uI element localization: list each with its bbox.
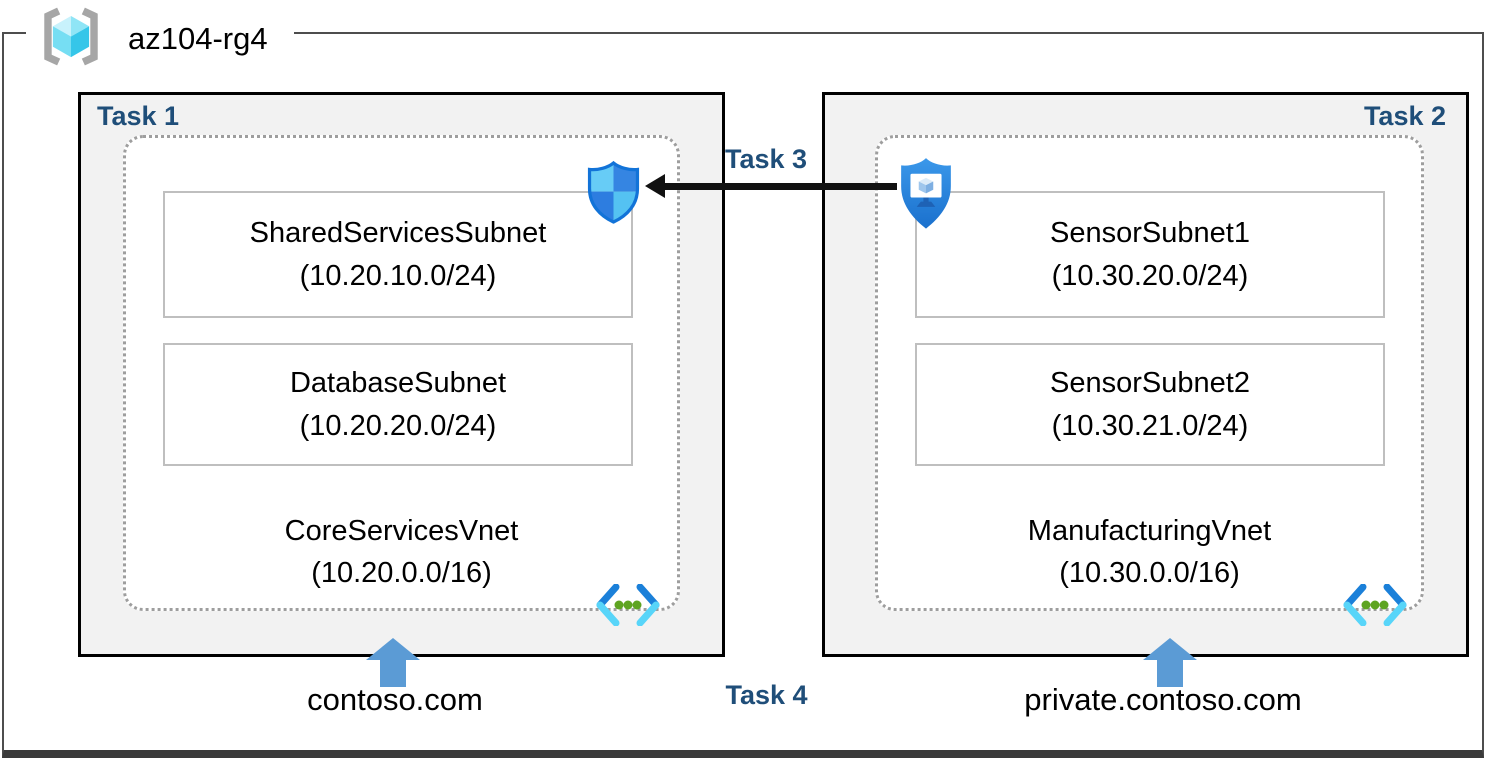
- vnet2-name-label: ManufacturingVnet (10.30.0.0/16): [875, 510, 1424, 594]
- virtual-network-icon: [1342, 583, 1408, 627]
- subnet-name: SharedServicesSubnet: [249, 217, 547, 250]
- subnet-name: DatabaseSubnet: [289, 367, 507, 400]
- subnet-sensor1: SensorSubnet1 (10.30.20.0/24): [915, 191, 1385, 318]
- subnet-cidr: (10.20.10.0/24): [299, 259, 497, 292]
- subnet-database: DatabaseSubnet (10.20.20.0/24): [163, 343, 633, 466]
- task1-label: Task 1: [97, 101, 180, 131]
- dns-zone-contoso: contoso.com: [307, 682, 483, 717]
- left-arrow-shaft: [663, 183, 897, 190]
- virtual-network-icon: [595, 583, 661, 627]
- task2-label: Task 2: [1363, 101, 1446, 131]
- nsg-shield-icon: [584, 160, 643, 225]
- task4-label: Task 4: [725, 680, 808, 710]
- vnet1-name-label: CoreServicesVnet (10.20.0.0/16): [123, 510, 680, 594]
- resource-group-icon: [34, 2, 108, 76]
- up-arrow-icon: [366, 638, 420, 687]
- vnet-name: ManufacturingVnet: [1027, 515, 1272, 547]
- resource-group-border: [2, 32, 1484, 758]
- left-arrow-icon: [645, 174, 665, 198]
- subnet-sensor2: SensorSubnet2 (10.30.21.0/24): [915, 343, 1385, 466]
- vnet-cidr: (10.30.0.0/16): [1059, 557, 1240, 590]
- up-arrow-shaft: [380, 659, 406, 687]
- vnet-name: CoreServicesVnet: [284, 515, 519, 547]
- resource-group-header: az104-rg4: [26, 0, 294, 78]
- subnet-name: SensorSubnet2: [1050, 367, 1250, 400]
- up-arrow-icon: [1143, 638, 1197, 687]
- vnet-cidr: (10.20.0.0/16): [311, 557, 492, 590]
- up-arrow-head: [1143, 638, 1197, 660]
- subnet-shared-services: SharedServicesSubnet (10.20.10.0/24): [163, 191, 633, 318]
- subnet-cidr: (10.30.20.0/24): [1051, 259, 1249, 292]
- asg-shield-icon: [897, 156, 955, 237]
- up-arrow-head: [366, 638, 420, 660]
- subnet-cidr: (10.30.21.0/24): [1051, 409, 1249, 442]
- subnet-name: SensorSubnet1: [1050, 217, 1250, 250]
- task3-label: Task 3: [724, 144, 808, 174]
- dns-zone-private-contoso: private.contoso.com: [1024, 682, 1302, 717]
- up-arrow-shaft: [1157, 659, 1183, 687]
- resource-group-name: az104-rg4: [128, 21, 268, 56]
- subnet-cidr: (10.20.20.0/24): [299, 409, 497, 442]
